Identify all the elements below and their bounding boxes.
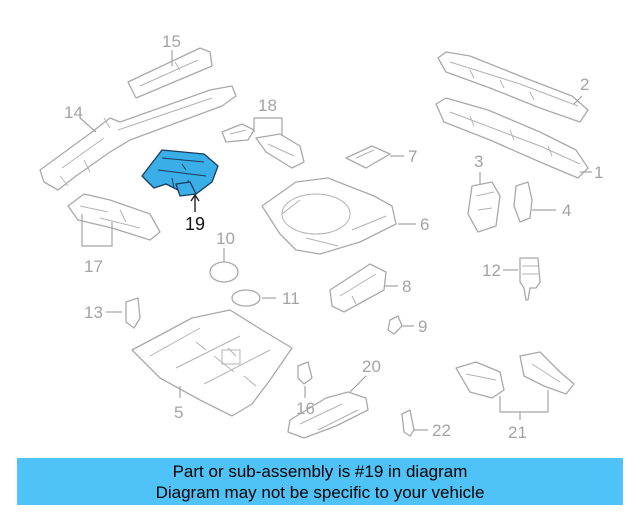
part-14-side-member[interactable] xyxy=(39,85,237,191)
parts-diagram: 15 14 18 17 19 2 1 xyxy=(39,32,603,442)
callout-4: 4 xyxy=(562,201,571,220)
part-13-bracket[interactable] xyxy=(125,297,141,329)
callout-15: 15 xyxy=(162,32,181,51)
part-12-stud[interactable] xyxy=(519,257,541,301)
callout-19: 19 xyxy=(185,214,205,234)
part-19-crossmember-highlighted[interactable] xyxy=(141,149,219,197)
part-2-cross-panel[interactable] xyxy=(437,51,589,123)
part-16-bracket[interactable] xyxy=(297,361,313,385)
callout-17: 17 xyxy=(84,257,103,276)
part-22-clip[interactable] xyxy=(401,409,415,437)
part-11-plug[interactable] xyxy=(231,289,261,307)
part-20-reinforcement[interactable] xyxy=(287,391,369,439)
banner-line-disclaimer: Diagram may not be specific to your vehi… xyxy=(155,483,485,502)
callout-10: 10 xyxy=(216,229,235,248)
callout-14: 14 xyxy=(64,103,83,122)
callout-13: 13 xyxy=(84,303,103,322)
part-8-channel[interactable] xyxy=(329,263,387,313)
callout-6: 6 xyxy=(420,215,429,234)
callout-18: 18 xyxy=(258,96,277,115)
callout-21: 21 xyxy=(508,423,527,442)
part-4-bracket[interactable] xyxy=(513,181,533,223)
banner-line-part-number: Part or sub-assembly is #19 in diagram xyxy=(172,462,468,481)
callout-22: 22 xyxy=(432,421,451,440)
callout-9: 9 xyxy=(418,317,427,336)
part-7-plate[interactable] xyxy=(345,145,391,169)
callout-2: 2 xyxy=(580,75,589,94)
part-17-bracket-assembly[interactable] xyxy=(67,193,161,241)
part-21-brackets[interactable] xyxy=(455,351,575,399)
callout-5: 5 xyxy=(174,403,183,422)
info-banner: Part or sub-assembly is #19 in diagram D… xyxy=(17,458,623,505)
callout-11: 11 xyxy=(282,289,300,308)
part-15-rail-panel[interactable] xyxy=(127,47,213,99)
callout-16: 16 xyxy=(296,399,315,418)
part-18-brackets[interactable] xyxy=(221,123,305,169)
part-1-cross-panel[interactable] xyxy=(435,97,589,179)
part-10-grommet[interactable] xyxy=(209,261,239,283)
part-5-floor-pan[interactable] xyxy=(131,309,293,417)
callout-7: 7 xyxy=(408,147,417,166)
callout-8: 8 xyxy=(402,277,411,296)
callout-20: 20 xyxy=(362,357,381,376)
callout-12: 12 xyxy=(482,261,501,280)
part-3-bracket[interactable] xyxy=(467,181,501,233)
callout-1: 1 xyxy=(594,163,603,182)
callout-3: 3 xyxy=(474,152,483,171)
part-9-clip[interactable] xyxy=(387,315,403,335)
part-6-wheel-well[interactable] xyxy=(261,177,397,255)
